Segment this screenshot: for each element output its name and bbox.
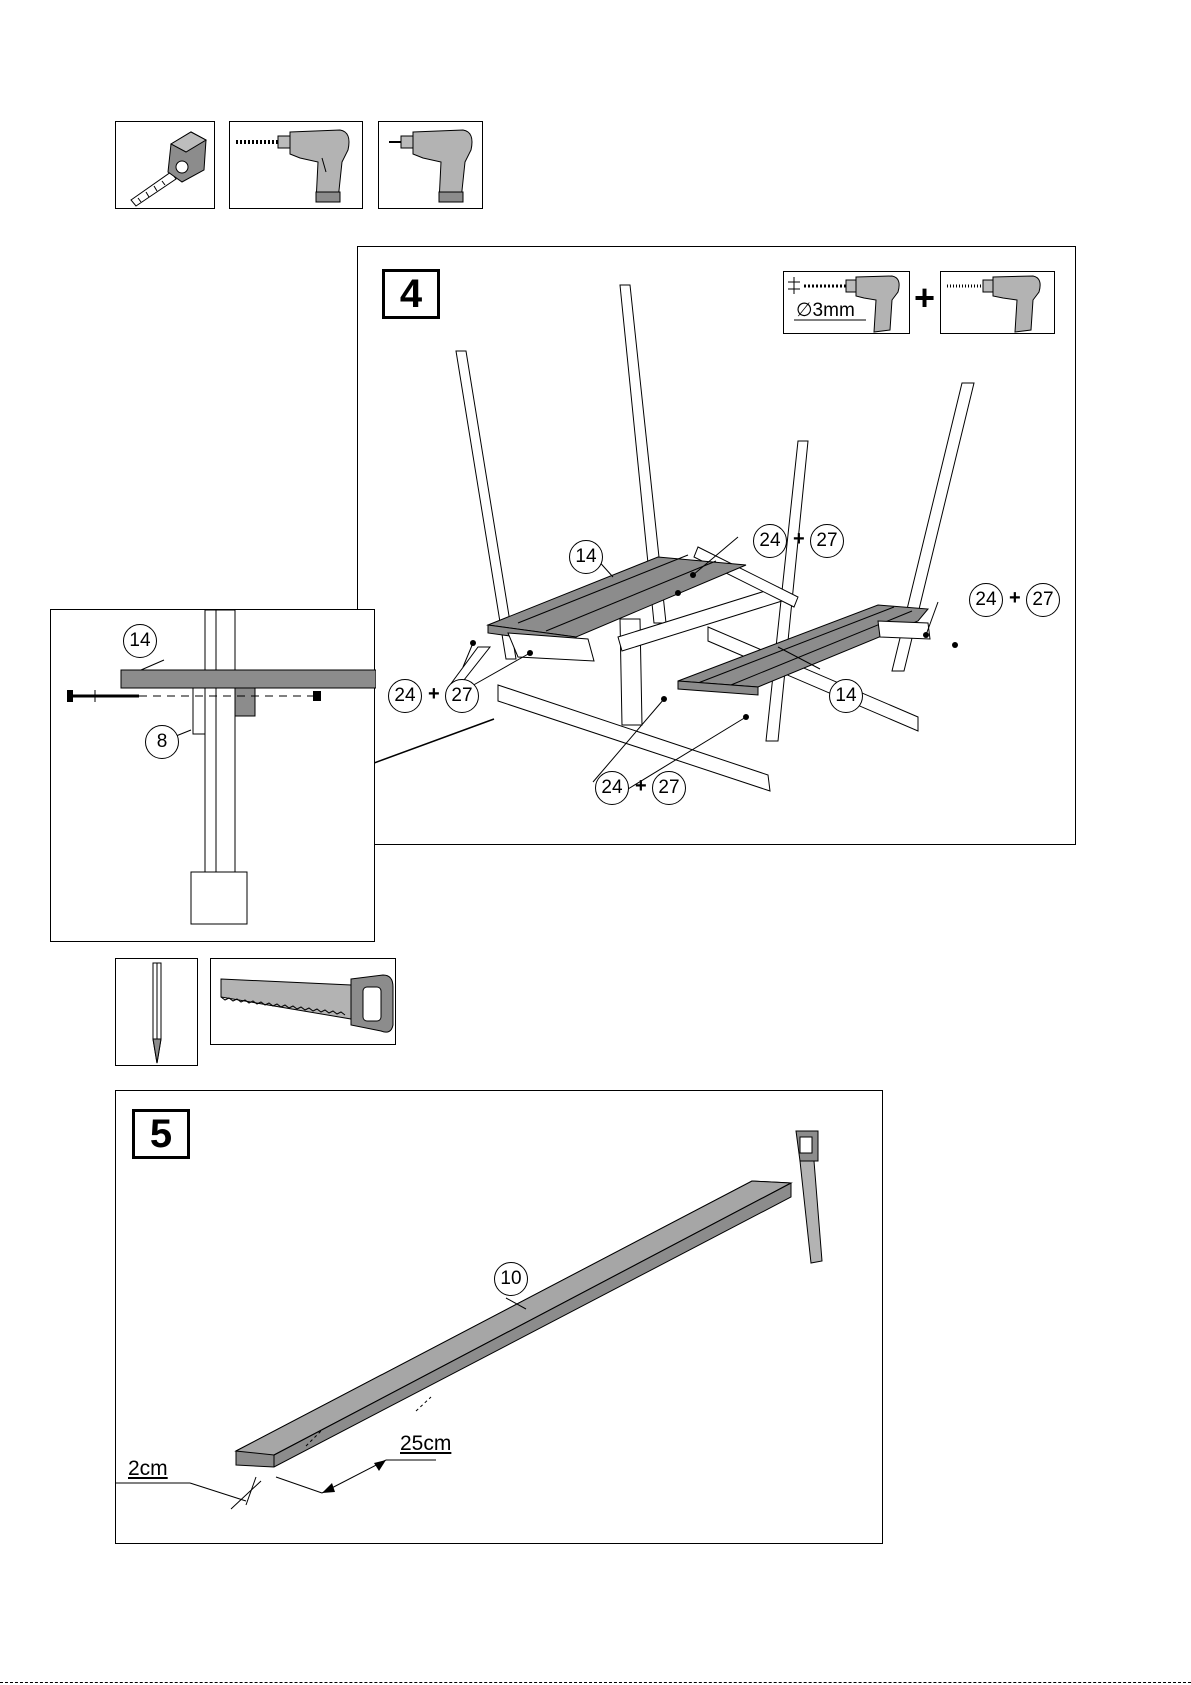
detail-illustration [51,610,376,943]
callout-screw-24-c: 24 [388,679,422,713]
screwdriver-drill-icon [941,272,1055,334]
plus-sign: + [1009,587,1021,610]
tape-measure-icon [116,122,215,209]
hand-saw-icon [211,959,396,1045]
step-number: 4 [382,269,440,319]
screwdriver-drill-icon [379,122,483,209]
callout-nut-27-c: 27 [445,679,479,713]
step-5-panel: 5 10 2cm 25cm [115,1090,883,1544]
callout-part-8: 8 [145,725,179,759]
callout-part-10: 10 [494,1262,528,1296]
callout-screw-24-b: 24 [969,583,1003,617]
callout-screw-24-d: 24 [595,771,629,805]
tape-measure-tool [115,121,215,209]
plus-sign-large: + [914,277,935,319]
pencil-icon [116,959,198,1066]
step-number: 5 [132,1109,190,1159]
plus-sign: + [428,683,440,706]
callout-nut-27-d: 27 [652,771,686,805]
callout-nut-27-b: 27 [1026,583,1060,617]
callout-part-14: 14 [123,624,157,658]
plus-sign: + [793,528,805,551]
step-4-panel: 4 14 14 24 + 27 24 + 27 24 + 27 24 + 27 … [357,246,1076,845]
drill-spec-box: ∅3mm [783,271,910,334]
step-4-illustration [358,247,1077,846]
drill-diameter-label: ∅3mm [796,299,855,322]
drill-with-bit-tool [229,121,363,209]
screwdriver-drill-tool [378,121,483,209]
hand-saw-tool [210,958,396,1045]
callout-screw-24-a: 24 [753,524,787,558]
callout-nut-27-a: 27 [810,524,844,558]
dimension-25cm: 25cm [400,1432,451,1456]
pencil-tool [115,958,198,1066]
screw-drill-box [940,271,1055,334]
callout-part-14: 14 [569,540,603,574]
callout-part-14-right: 14 [829,679,863,713]
step-5-illustration [116,1091,884,1545]
drill-bit-icon [230,122,363,209]
page-cut-line [0,1682,1191,1683]
detail-inset-panel: 14 8 [50,609,375,942]
dimension-2cm: 2cm [128,1457,168,1481]
plus-sign: + [635,775,647,798]
